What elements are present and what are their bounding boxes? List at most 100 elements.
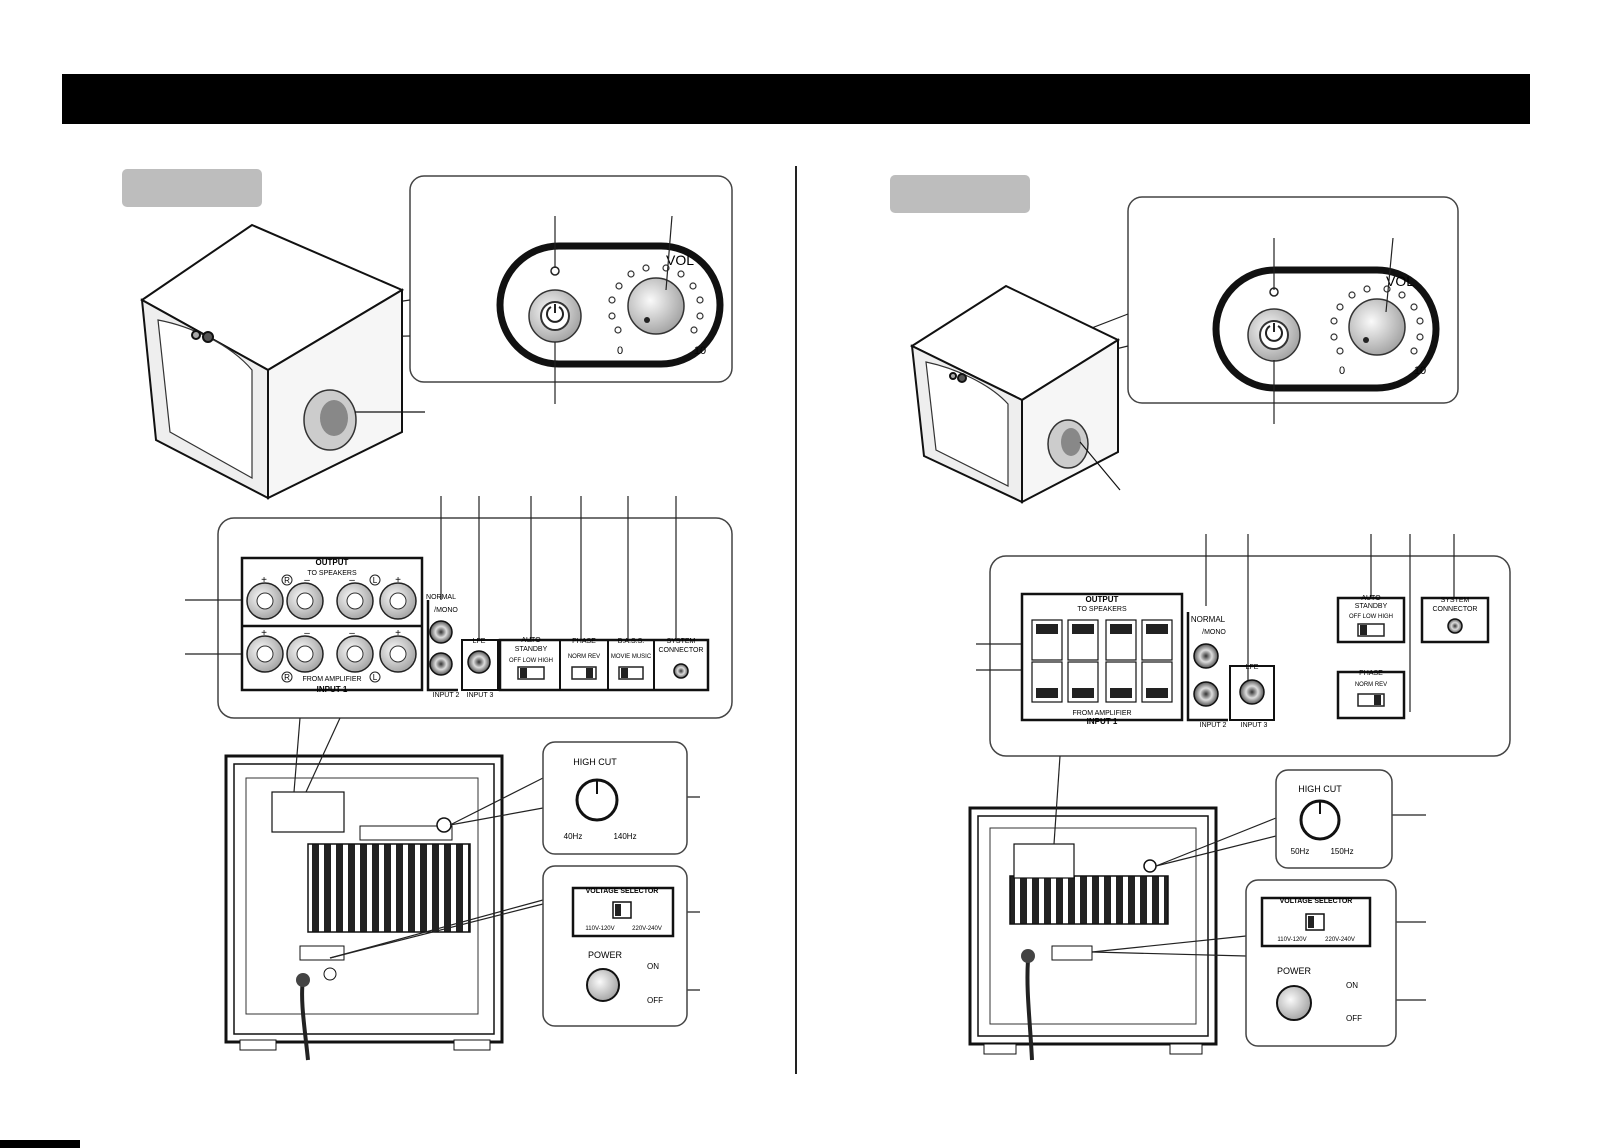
voltage-low-right: 110V-120V: [1277, 937, 1306, 943]
system-connector-right[interactable]: [1447, 618, 1463, 634]
subwoofer-rear-illustration-left: [224, 754, 504, 1061]
subwoofer-rear-illustration-right: [968, 806, 1218, 1061]
bass-label-left: B.A.S.S.: [618, 638, 645, 645]
power-off-right: OFF: [1346, 1014, 1362, 1023]
system-label-right: SYSTEM: [1441, 597, 1470, 604]
rear-callout-box-left: [217, 517, 733, 719]
minus-mark: –: [349, 628, 355, 639]
lfe-label-left: LFE: [473, 638, 486, 645]
switch-panel-left: [498, 638, 710, 692]
subwoofer-front-illustration: [140, 223, 425, 500]
input2-label-left: INPUT 2: [433, 692, 460, 699]
mono-label-left: /MONO: [434, 607, 458, 614]
model-tab-left: [122, 169, 262, 207]
rear-callout-box-right: [989, 555, 1511, 757]
connector-label-left: CONNECTOR: [659, 647, 704, 654]
phase-options-right: NORM REV: [1355, 682, 1387, 688]
voltage-title-right: VOLTAGE SELECTOR: [1280, 898, 1353, 905]
volume-label-right: VOL: [1386, 273, 1414, 289]
highcut-min-right: 50Hz: [1291, 847, 1310, 856]
right-channel-mark: R: [284, 576, 290, 585]
lfe-jack-left[interactable]: [467, 650, 491, 674]
output-title-right: OUTPUT: [1086, 595, 1119, 604]
right-channel-mark: R: [284, 673, 290, 682]
voltage-high-right: 220V-240V: [1325, 937, 1355, 943]
power-icon: [546, 306, 564, 323]
normal-label-left: NORMAL: [426, 594, 456, 601]
voltage-high-left: 220V-240V: [632, 926, 662, 932]
standby-options-right: OFF LOW HIGH: [1349, 614, 1393, 620]
plus-mark: +: [261, 575, 267, 586]
power-switch-left[interactable]: [586, 968, 620, 1002]
system-label-left: SYSTEM: [667, 638, 696, 645]
minus-mark: –: [304, 628, 310, 639]
standby-label-right: STANDBY: [1355, 603, 1388, 610]
bass-options-left: MOVIE MUSIC: [611, 654, 652, 660]
minus-mark: –: [349, 575, 355, 586]
auto-label-left: AUTO: [521, 637, 541, 644]
lfe-label-right: LFE: [1246, 664, 1259, 671]
volume-knob-right[interactable]: [1348, 298, 1406, 356]
highcut-knob-right[interactable]: [1299, 799, 1341, 841]
normal-label-right: NORMAL: [1191, 615, 1226, 624]
system-connector-left[interactable]: [673, 663, 689, 679]
power-off-left: OFF: [647, 996, 663, 1005]
highcut-knob-left[interactable]: [575, 778, 619, 822]
plus-mark: +: [395, 628, 401, 639]
volume-min-label-right: 0: [1339, 365, 1345, 377]
front-callout-box: [409, 175, 733, 383]
lfe-jack-right[interactable]: [1239, 679, 1265, 705]
power-title-right: POWER: [1277, 966, 1312, 976]
rca-jack-l-left[interactable]: [429, 620, 453, 644]
highcut-title-right: HIGH CUT: [1298, 784, 1342, 794]
input1-left: INPUT 1: [317, 685, 348, 694]
volume-max-label-right: 10: [1414, 365, 1426, 377]
rca-jack-r-right[interactable]: [1193, 681, 1219, 707]
power-title-left: POWER: [588, 950, 623, 960]
volume-max-label: 10: [694, 345, 706, 357]
plus-mark: +: [395, 575, 401, 586]
volume-scale-dots: [608, 264, 704, 334]
page-divider: [795, 166, 797, 1074]
subwoofer-front-illustration-right: [909, 284, 1121, 504]
from-amp-right: FROM AMPLIFIER: [1072, 710, 1131, 717]
minus-mark: –: [304, 575, 310, 586]
highcut-min-left: 40Hz: [564, 832, 583, 841]
mono-label-right: /MONO: [1202, 629, 1226, 636]
phase-label-right: PHASE: [1359, 670, 1383, 677]
output-sub-right: TO SPEAKERS: [1077, 606, 1127, 613]
input3-label-left: INPUT 3: [467, 692, 494, 699]
connector-label-right: CONNECTOR: [1433, 606, 1478, 613]
footer-mark: [0, 1140, 80, 1148]
input1-right: INPUT 1: [1087, 717, 1118, 726]
from-amp-left: FROM AMPLIFIER: [302, 676, 361, 683]
power-icon-right: [1265, 325, 1283, 342]
volume-knob[interactable]: [627, 277, 685, 335]
phase-options-left: NORM REV: [568, 654, 600, 660]
standby-options-left: OFF LOW HIGH: [509, 658, 553, 664]
output-title-left: OUTPUT: [316, 558, 349, 567]
voltage-low-left: 110V-120V: [585, 926, 614, 932]
auto-label-right: AUTO: [1361, 595, 1381, 602]
volume-label: VOL: [666, 252, 694, 268]
highcut-max-right: 150Hz: [1330, 847, 1353, 856]
plus-mark: +: [261, 628, 267, 639]
model-tab-right: [890, 175, 1030, 213]
input2-label-right: INPUT 2: [1200, 722, 1227, 729]
input3-label-right: INPUT 3: [1241, 722, 1268, 729]
left-channel-mark: L: [373, 576, 378, 585]
standby-label-left: STANDBY: [515, 646, 548, 653]
power-on-right: ON: [1346, 981, 1358, 990]
highcut-max-left: 140Hz: [613, 832, 636, 841]
rca-jack-r-left[interactable]: [429, 652, 453, 676]
power-on-left: ON: [647, 962, 659, 971]
output-sub-left: TO SPEAKERS: [307, 570, 357, 577]
voltage-title-left: VOLTAGE SELECTOR: [586, 888, 659, 895]
front-callout-box-right: [1127, 196, 1459, 404]
rca-jack-l-right[interactable]: [1193, 643, 1219, 669]
title-bar: [62, 74, 1530, 124]
volume-min-label: 0: [617, 345, 623, 357]
power-switch-right[interactable]: [1276, 985, 1312, 1021]
phase-label-left: PHASE: [572, 638, 596, 645]
